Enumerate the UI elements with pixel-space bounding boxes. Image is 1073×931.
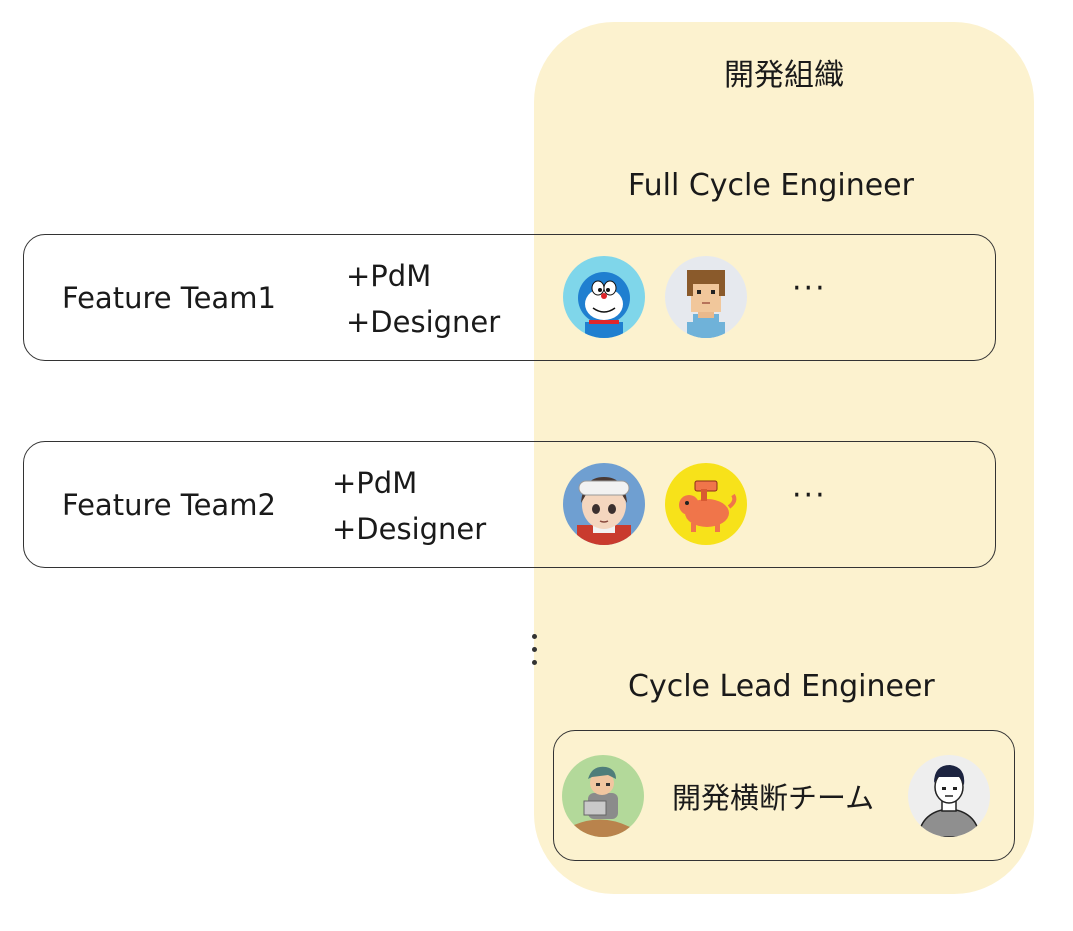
team-name: Feature Team2 [62,488,276,522]
cycle-lead-engineer-label: Cycle Lead Engineer [628,669,935,704]
more-teams-indicator [526,634,542,673]
more-members-indicator: ··· [792,271,827,306]
role-designer: +Designer [346,305,501,339]
more-members-indicator: ··· [792,478,827,513]
cross-team-label: 開発横断チーム [672,781,875,815]
role-pdm: +PdM [332,466,418,500]
blue-robot-cat-avatar [563,256,645,338]
full-cycle-engineer-label: Full Cycle Engineer [628,168,914,203]
dev-org-area [534,22,1034,894]
pixel-boy-avatar [665,256,747,338]
laptop-person-avatar [562,755,644,837]
orange-chainsaw-dog-avatar [665,463,747,545]
sketch-person-avatar [908,755,990,837]
team-name: Feature Team1 [62,281,276,315]
cross-functional-team: 開発横断チーム [553,730,1015,861]
feature-team-2: Feature Team2 +PdM +Designer [23,441,996,568]
org-title: 開発組織 [724,58,844,93]
vr-headset-avatar [563,463,645,545]
team-roles: +PdM +Designer [346,253,500,345]
role-pdm: +PdM [346,259,432,293]
feature-team-1: Feature Team1 +PdM +Designer [23,234,996,361]
role-designer: +Designer [332,512,487,546]
team-roles: +PdM +Designer [332,460,486,552]
